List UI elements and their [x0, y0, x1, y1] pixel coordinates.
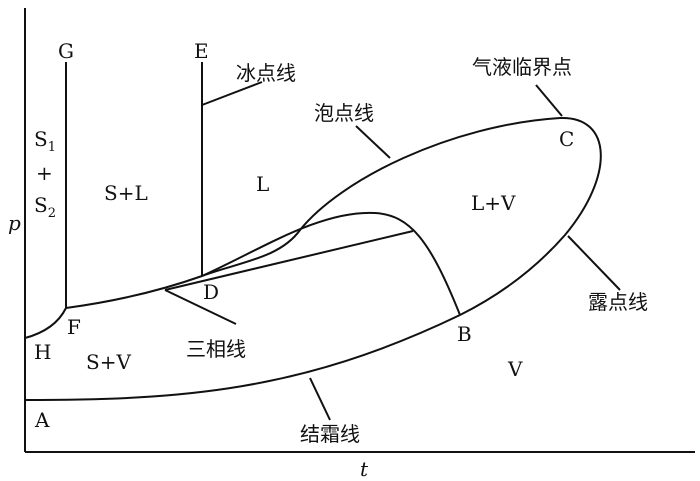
- curve-h-f: [24, 307, 67, 339]
- bubble-leader: [355, 125, 391, 159]
- point-c: C: [559, 127, 574, 151]
- point-e: E: [194, 39, 209, 63]
- point-d: D: [203, 280, 219, 304]
- label-dew-line: 露点线: [588, 290, 648, 314]
- label-bubble-line: 泡点线: [314, 101, 374, 125]
- critical-leader: [535, 84, 563, 117]
- region-l: L: [256, 172, 269, 196]
- point-h: H: [34, 340, 51, 364]
- region-s-v: S+V: [86, 350, 131, 374]
- label-frost-line: 结霜线: [300, 422, 360, 446]
- region-s-l: S+L: [104, 181, 148, 205]
- label-triple-line: 三相线: [186, 337, 246, 361]
- frost-leader: [309, 377, 331, 421]
- bubble-point-curve: [201, 117, 561, 277]
- freezing-leader: [201, 81, 263, 106]
- region-s1: S1: [34, 127, 56, 155]
- curve-f-d: [65, 275, 203, 309]
- label-critical-point: 气液临界点: [472, 55, 572, 79]
- x-axis-label: t: [360, 457, 369, 481]
- dew-point-curve: [459, 116, 602, 316]
- region-l-v: L+V: [471, 191, 516, 215]
- region-plus: +: [36, 161, 53, 185]
- triple-line-upper: [164, 230, 414, 291]
- dew-leader: [567, 235, 621, 291]
- frost-line: [24, 314, 461, 401]
- region-v: V: [507, 357, 523, 381]
- triple-line-lower: [164, 289, 237, 325]
- inner-dew-curve: [201, 211, 461, 316]
- point-b: B: [457, 322, 472, 346]
- point-a: A: [34, 408, 50, 432]
- point-g: G: [58, 39, 74, 63]
- y-axis-label: p: [8, 211, 21, 235]
- point-f: F: [67, 315, 81, 339]
- label-freezing-line: 冰点线: [236, 61, 296, 85]
- region-s2: S2: [34, 193, 56, 221]
